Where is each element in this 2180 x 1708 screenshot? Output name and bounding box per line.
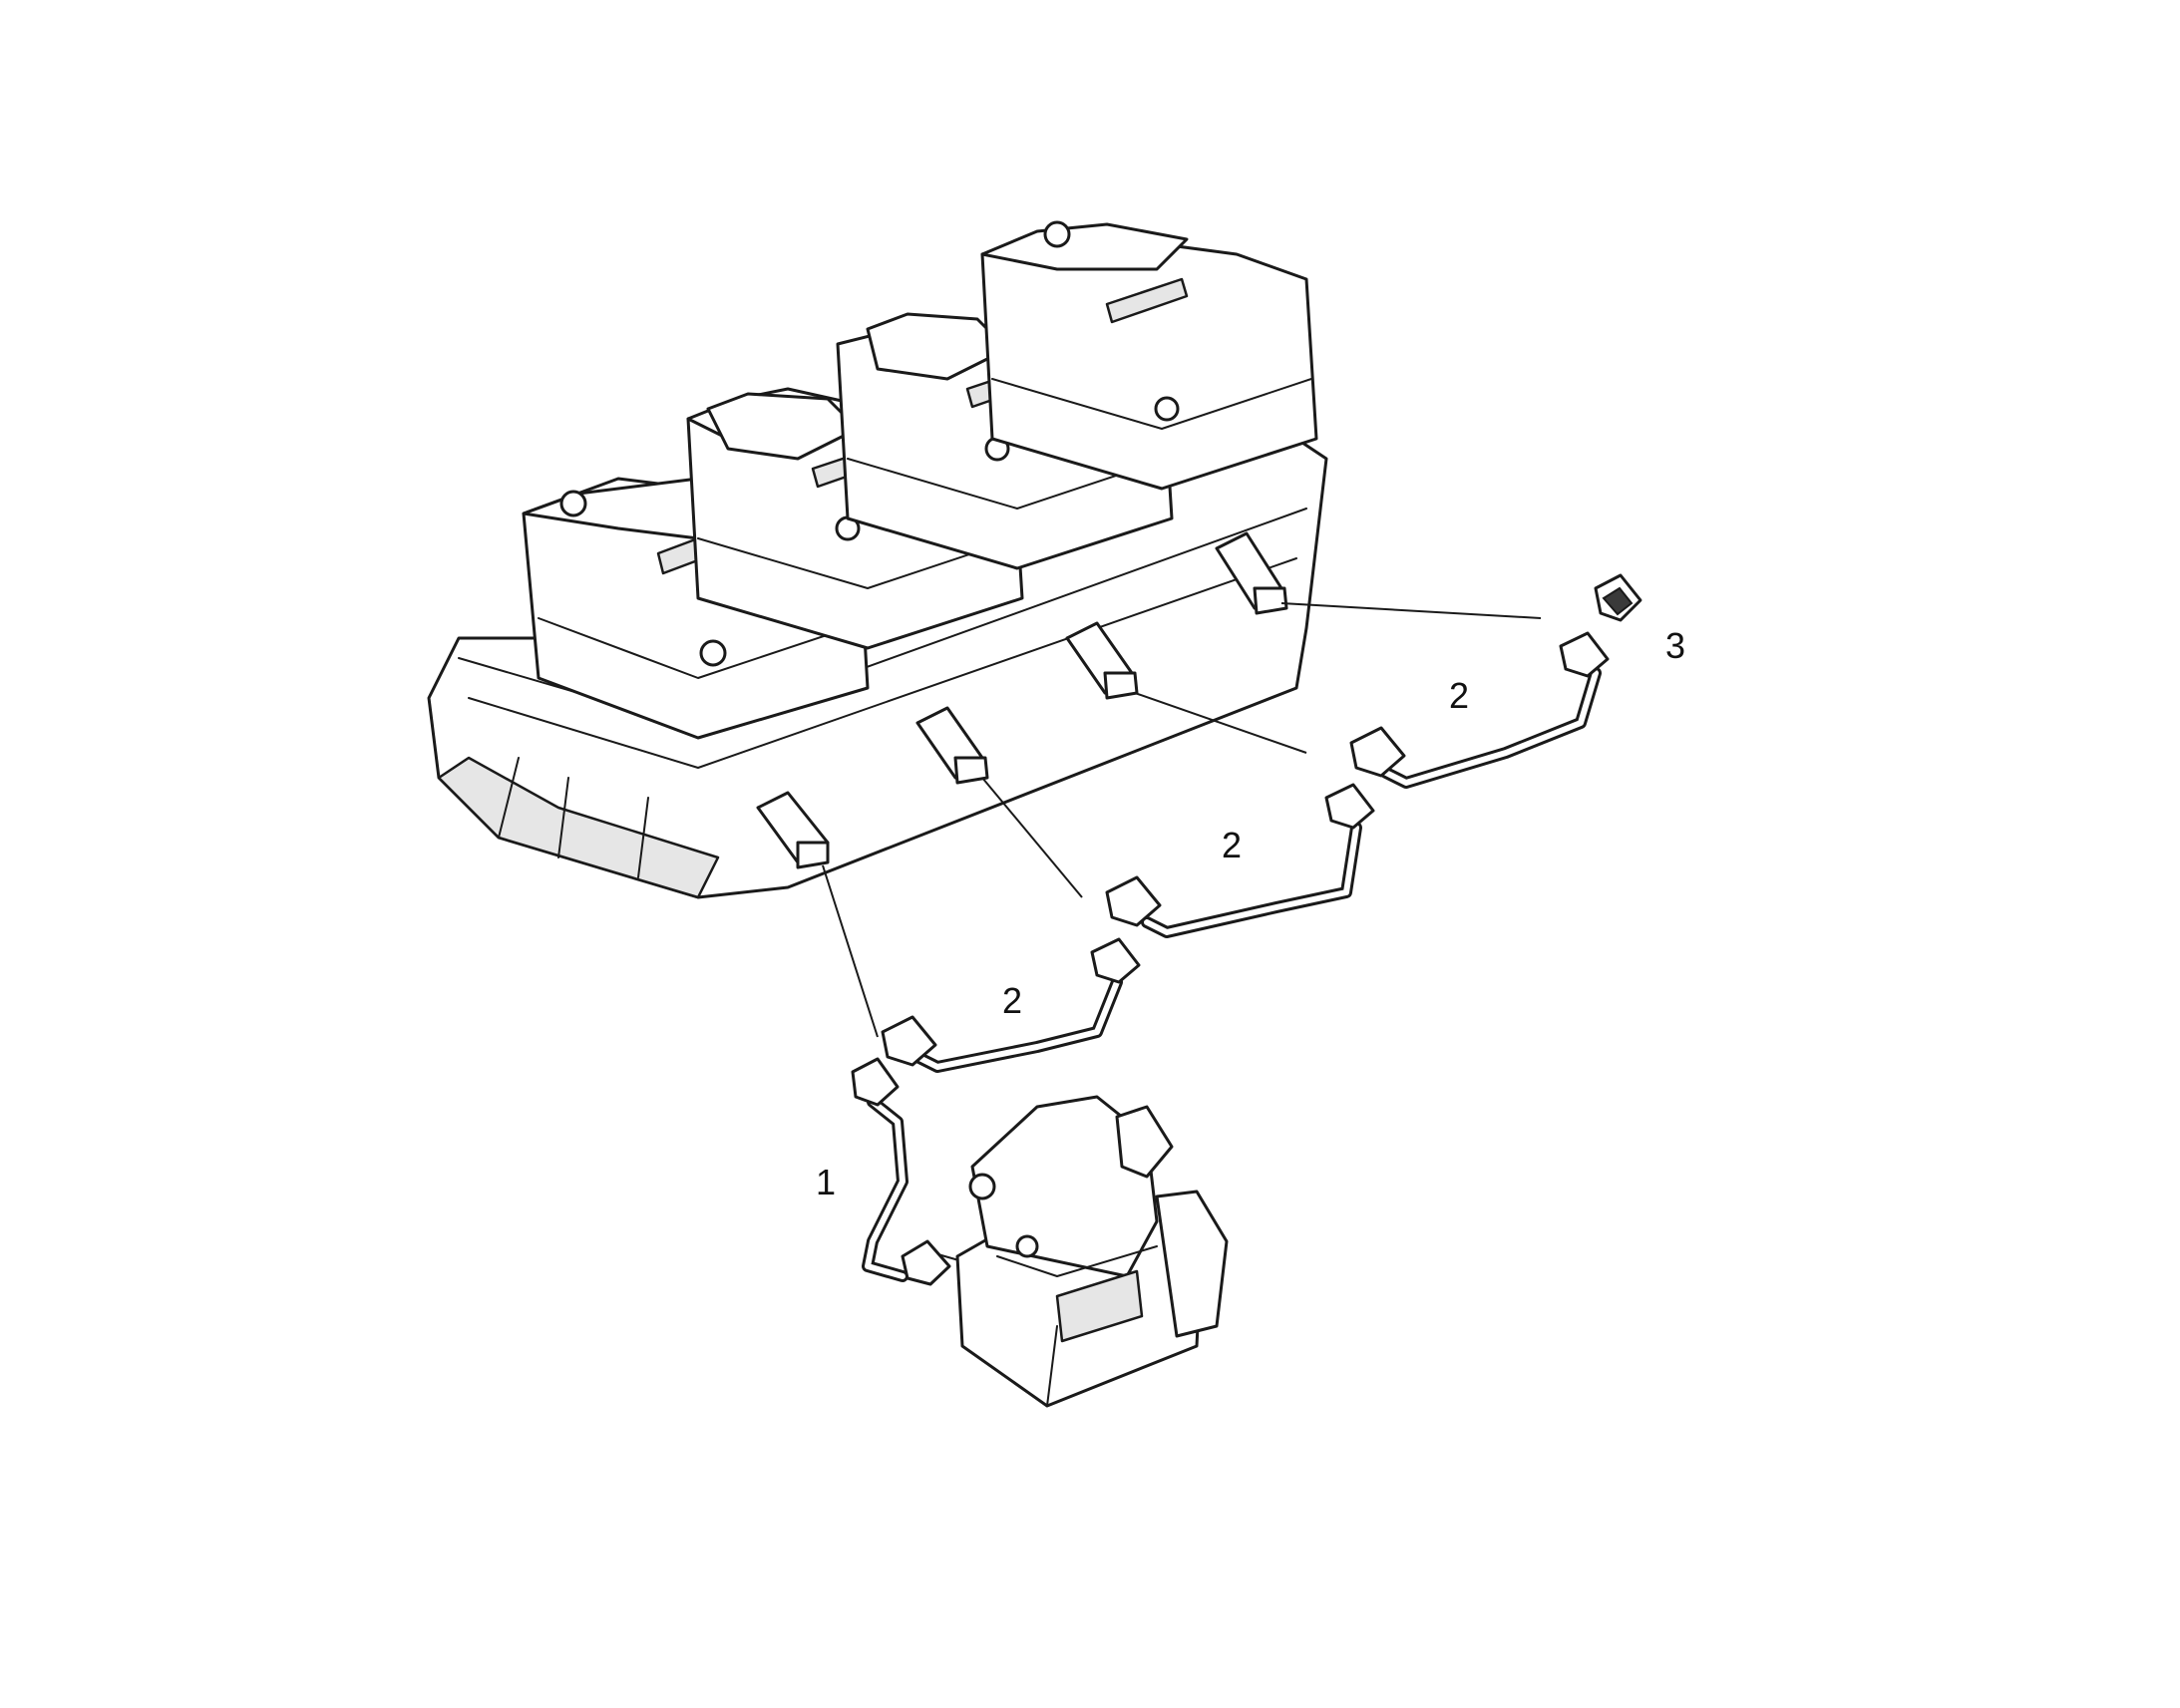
injection-pipe-1 (851, 1057, 951, 1286)
callout-1: 1 (816, 1162, 837, 1202)
pipe-1-nut-top (851, 1057, 900, 1107)
valve-cover-4 (980, 220, 1318, 491)
callout-2a: 2 (1002, 980, 1023, 1021)
pipe-1-nut-bottom (901, 1239, 951, 1286)
pipe-2c-nut-left (1349, 726, 1406, 778)
injection-pipe-2b (1105, 783, 1375, 938)
pipe-2a-nut-right (1090, 937, 1141, 984)
injector-port-4 (1215, 531, 1288, 615)
injector-port-1 (756, 791, 830, 869)
pipe-2c-nut-right (1559, 631, 1610, 678)
high-pressure-pump (955, 1095, 1229, 1408)
injector-port-2 (915, 706, 989, 785)
injection-pipe-2a (881, 937, 1141, 1073)
callout-2b: 2 (1222, 825, 1243, 865)
pipe-2b-nut-right (1324, 783, 1375, 830)
pipe-2b-nut-left (1105, 875, 1162, 927)
leader-lines (822, 602, 1542, 1262)
pipe-2a-nut-left (881, 1015, 937, 1067)
injection-pipe-2c (1349, 631, 1610, 789)
injector-port-3 (1065, 621, 1139, 700)
cap-nut-3 (1594, 573, 1642, 622)
callout-2c: 2 (1449, 675, 1470, 716)
cylinder-head-assembly (427, 220, 1328, 899)
callout-3: 3 (1665, 625, 1686, 666)
